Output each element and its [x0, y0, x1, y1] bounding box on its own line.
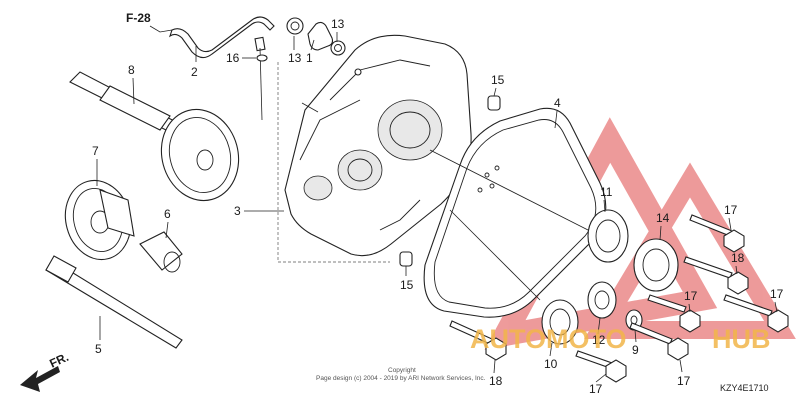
part-10-oil-seal — [541, 299, 579, 345]
diagram-code: KZY4E1710 — [720, 383, 769, 393]
part-16-clip — [256, 54, 268, 62]
part-13-oil-seal-left — [286, 17, 304, 35]
part-18-bolt-right — [683, 256, 749, 295]
part-2-breather-tube — [168, 16, 275, 121]
part-17-bolt-bottom — [575, 350, 627, 383]
part-6-drive-pinion — [139, 231, 183, 273]
callout-13-left[interactable]: 13 — [288, 51, 302, 65]
callout-10[interactable]: 10 — [544, 357, 558, 371]
callout-17-bottom[interactable]: 17 — [589, 382, 603, 396]
part-1-dowel — [307, 21, 334, 51]
callout-3[interactable]: 3 — [234, 204, 241, 218]
callout-17-top[interactable]: 17 — [724, 203, 738, 217]
callout-4[interactable]: 4 — [554, 96, 561, 110]
part-7-final-gear — [64, 179, 135, 261]
part-5-final-shaft — [45, 255, 183, 349]
part-15-dowel-top — [487, 95, 501, 111]
callout-17-right[interactable]: 17 — [770, 287, 784, 301]
part-18-bolt-left — [449, 320, 507, 361]
callout-15-top[interactable]: 15 — [491, 73, 505, 87]
callout-9[interactable]: 9 — [632, 343, 639, 357]
part-3-transmission-case — [284, 34, 472, 257]
callout-15-bottom[interactable]: 15 — [400, 278, 414, 292]
part-8-countershaft — [69, 71, 240, 202]
copyright-text: Page design (c) 2004 - 2019 by ARI Netwo… — [316, 375, 486, 382]
part-4-gasket — [423, 107, 607, 318]
watermark-text-left: AUTOMOTO — [470, 324, 627, 354]
callout-12[interactable]: 12 — [592, 333, 606, 347]
callout-17-mid[interactable]: 17 — [684, 289, 698, 303]
callout-6[interactable]: 6 — [164, 207, 171, 221]
callout-14[interactable]: 14 — [656, 211, 670, 225]
part-14-bearing — [633, 238, 679, 292]
part-13-oil-seal-right — [330, 40, 346, 56]
part-17-bolt-top — [689, 214, 745, 253]
copyright-title: Copyright — [388, 367, 416, 374]
callout-11[interactable]: 11 — [600, 185, 613, 199]
part-17-bolt-lower-right — [629, 322, 689, 361]
watermark-text-right: HUB — [712, 324, 771, 354]
part-15-dowel-bottom — [399, 251, 413, 267]
part-17-bolt-mid — [647, 294, 701, 333]
part-11-bearing — [587, 209, 629, 263]
part-12-bearing — [587, 281, 617, 319]
callout-1[interactable]: 1 — [306, 51, 313, 65]
callout-2[interactable]: 2 — [191, 65, 198, 79]
callout-5[interactable]: 5 — [95, 342, 102, 356]
callout-8[interactable]: 8 — [128, 63, 135, 77]
callout-13-top[interactable]: 13 — [331, 17, 345, 31]
front-label: FR. — [47, 350, 70, 371]
front-arrow-icon — [20, 366, 60, 392]
part-17-bolt-right — [723, 294, 789, 333]
callout-18-left[interactable]: 18 — [489, 374, 503, 388]
callout-16[interactable]: 16 — [226, 51, 240, 65]
callout-17-lower-right[interactable]: 17 — [677, 374, 691, 388]
callout-7[interactable]: 7 — [92, 144, 99, 158]
callout-18-right[interactable]: 18 — [731, 251, 745, 265]
reference-label[interactable]: F-28 — [126, 11, 151, 25]
